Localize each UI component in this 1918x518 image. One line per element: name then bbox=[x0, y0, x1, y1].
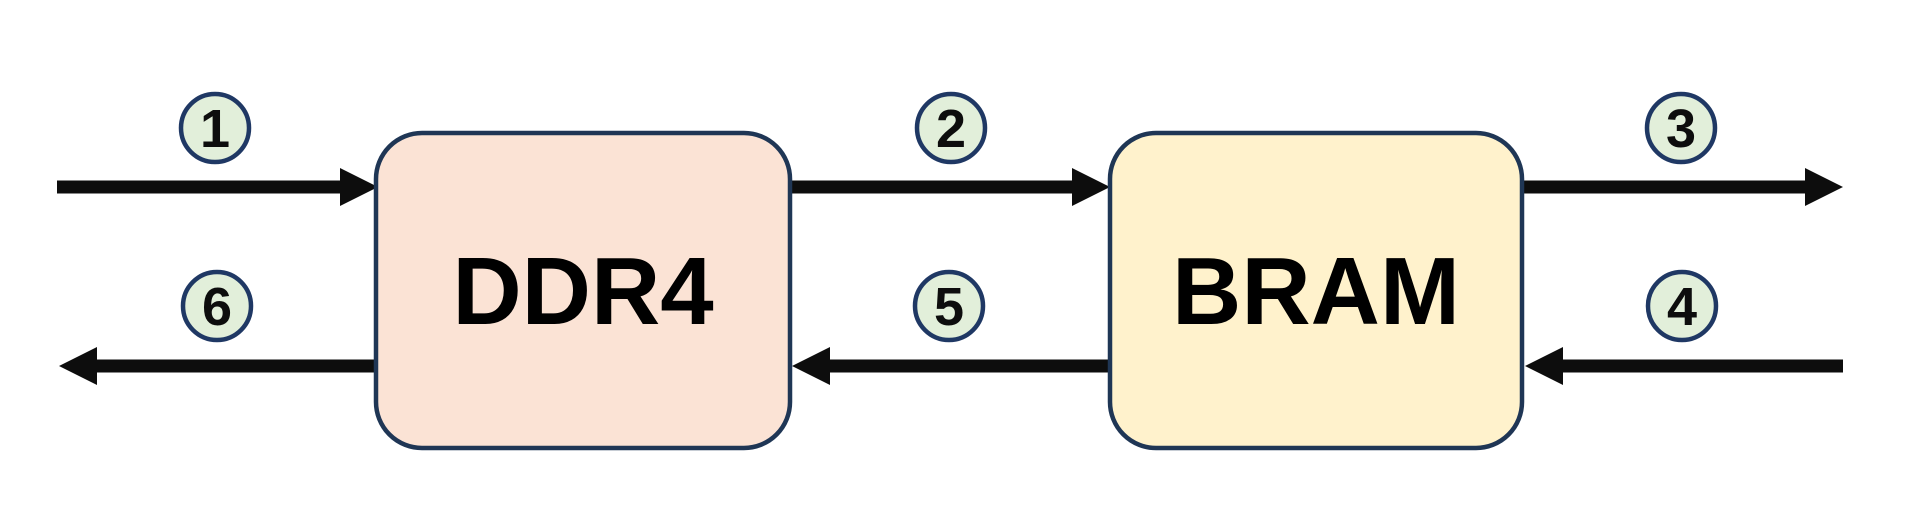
step-badge-6-number: 6 bbox=[202, 277, 232, 337]
step-badge-5-circle bbox=[912, 269, 986, 343]
step-badge-2-number: 2 bbox=[936, 99, 966, 159]
flow-arrow-3 bbox=[1524, 168, 1843, 206]
node-bram: BRAM bbox=[1107, 130, 1525, 451]
step-badge-5: 5 bbox=[912, 269, 986, 343]
flow-arrow-6 bbox=[59, 347, 374, 385]
step-badge-4: 4 bbox=[1645, 269, 1719, 343]
node-ddr4-box bbox=[373, 130, 793, 451]
step-badge-3-number: 3 bbox=[1666, 99, 1696, 159]
flow-arrow-1 bbox=[57, 168, 378, 206]
step-badge-1: 1 bbox=[178, 91, 252, 165]
step-badge-6: 6 bbox=[180, 269, 254, 343]
flow-arrow-1-head bbox=[340, 168, 378, 206]
node-ddr4-label: DDR4 bbox=[452, 238, 713, 345]
step-badge-4-number: 4 bbox=[1667, 277, 1697, 337]
step-badge-1-circle bbox=[178, 91, 252, 165]
flow-arrow-4 bbox=[1525, 347, 1843, 385]
node-bram-box bbox=[1107, 130, 1525, 451]
flow-arrow-5-head bbox=[792, 347, 830, 385]
flow-arrow-3-head bbox=[1805, 168, 1843, 206]
step-badge-3: 3 bbox=[1644, 91, 1718, 165]
step-badge-3-circle bbox=[1644, 91, 1718, 165]
flow-arrow-2 bbox=[792, 168, 1110, 206]
step-badge-2: 2 bbox=[914, 91, 988, 165]
step-badge-6-circle bbox=[180, 269, 254, 343]
node-ddr4: DDR4 bbox=[373, 130, 793, 451]
node-bram-label: BRAM bbox=[1172, 238, 1460, 345]
flow-arrow-6-head bbox=[59, 347, 97, 385]
step-badge-1-number: 1 bbox=[200, 99, 230, 159]
flow-arrow-5 bbox=[792, 347, 1108, 385]
flow-arrow-2-head bbox=[1072, 168, 1110, 206]
flow-arrow-4-head bbox=[1525, 347, 1563, 385]
step-badge-4-circle bbox=[1645, 269, 1719, 343]
step-badge-2-circle bbox=[914, 91, 988, 165]
step-badge-5-number: 5 bbox=[934, 277, 964, 337]
